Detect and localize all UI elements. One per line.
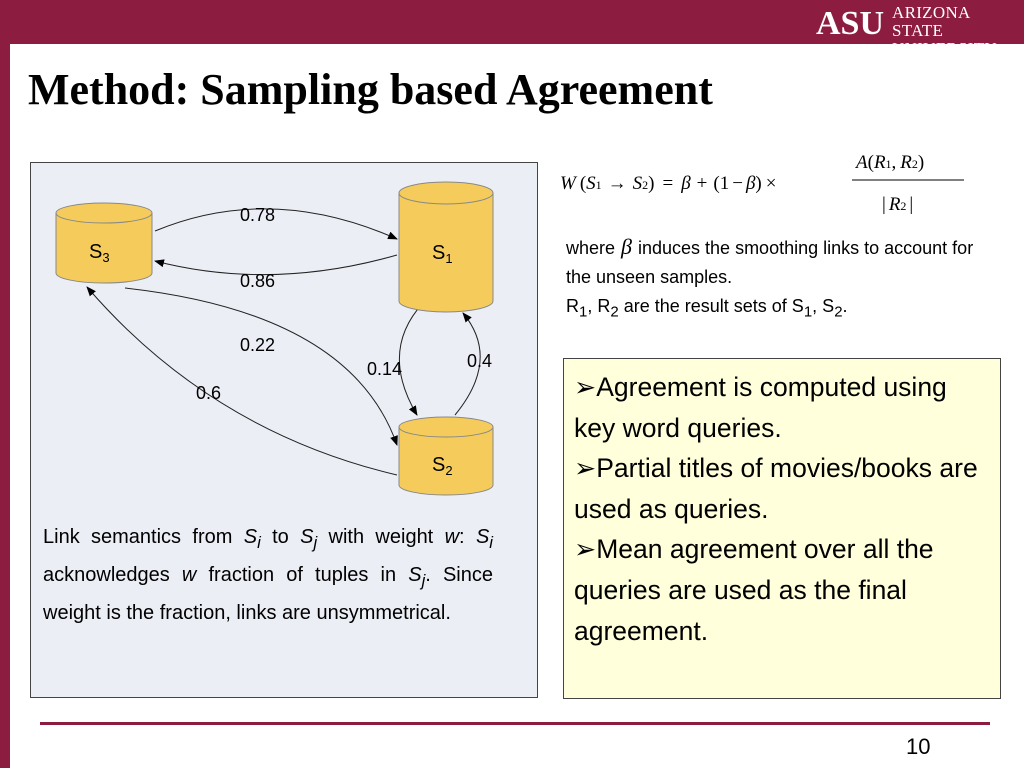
svg-text:W(S1→S2)=β+(1−β)×: W(S1→S2)=β+(1−β)×: [560, 173, 776, 194]
svg-text:A(R1,R2): A(R1,R2): [854, 152, 924, 173]
node-s1: S1: [398, 181, 494, 313]
svg-text:ASU: ASU: [816, 5, 884, 42]
list-item: ➢Mean agreement over all the queries are…: [574, 534, 934, 646]
node-s2: S2: [398, 416, 494, 496]
edge-s2-to-s1: [454, 312, 481, 416]
edge-s3-to-s2: [124, 287, 398, 446]
arrow-bullet-icon: ➢: [574, 534, 597, 565]
edge-weight-label: 0.86: [240, 271, 275, 291]
arrow-bullet-icon: ➢: [574, 453, 597, 484]
graph-diagram: 0.78 0.86 0.22 0.6 0.14 0.4 S3 S1 S2: [55, 181, 494, 496]
page-number: 10: [906, 734, 931, 759]
link-semantics-caption: Link semantics from Si to Sj with weight…: [43, 526, 493, 624]
footer-divider: [40, 722, 990, 725]
agreement-formula: W(S1→S2)=β+(1−β)× A(R1,R2) |R2|: [560, 152, 964, 215]
edge-weight-label: 0.14: [367, 359, 402, 379]
svg-text:S3: S3: [89, 241, 110, 265]
left-banner: [0, 0, 10, 768]
svg-text:|R2|: |R2|: [882, 194, 913, 215]
diagram-panel: 0.78 0.86 0.22 0.6 0.14 0.4 S3 S1 S2 Lin…: [30, 162, 538, 698]
asu-logo-mark: ASU: [812, 2, 888, 42]
edge-weight-label: 0.6: [196, 383, 221, 403]
list-item: ➢Partial titles of movies/books are used…: [574, 453, 978, 524]
edge-weight-label: 0.4: [467, 351, 492, 371]
asu-logo: ASU ARIZONA STATE UNIVERSITY: [812, 2, 1012, 58]
node-s3: S3: [55, 202, 153, 284]
edge-s3-to-s1: [154, 208, 398, 240]
svg-text:S2: S2: [432, 454, 453, 478]
list-item: ➢Agreement is computed using key word qu…: [574, 372, 947, 443]
svg-text:S1: S1: [432, 242, 453, 266]
arrow-bullet-icon: ➢: [574, 372, 597, 402]
edge-s1-to-s3: [154, 254, 398, 276]
edge-s2-to-s3: [86, 286, 398, 476]
bullet-list: ➢Agreement is computed using key word qu…: [563, 358, 1001, 699]
edge-s1-to-s2: [399, 302, 424, 416]
edge-weight-label: 0.78: [240, 205, 275, 225]
university-name: ARIZONA STATE UNIVERSITY: [892, 3, 997, 58]
edge-weight-label: 0.22: [240, 335, 275, 355]
slide-title: Method: Sampling based Agreement: [28, 65, 713, 114]
